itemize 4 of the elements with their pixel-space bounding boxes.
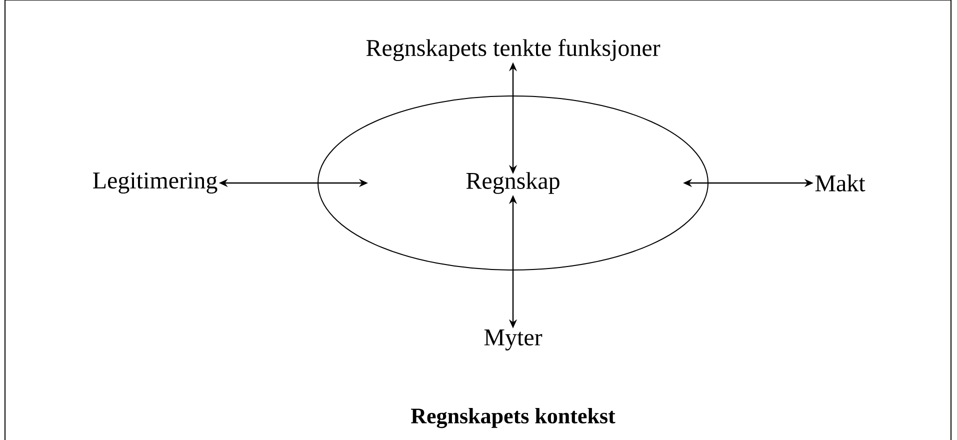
label-text: Myter (484, 330, 542, 350)
label-text: Makt (815, 174, 866, 192)
label-text: Legitimering (93, 172, 218, 194)
label-text: Regnskapets tenkte funksjoner (366, 38, 660, 62)
